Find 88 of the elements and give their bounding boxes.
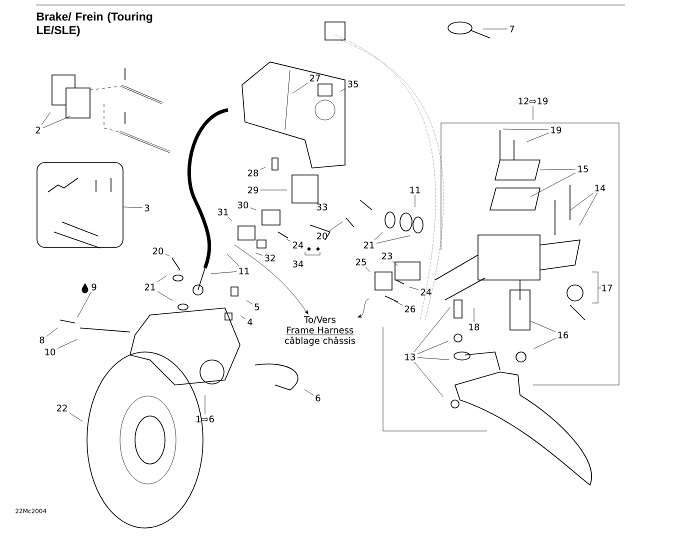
leader-line [394,301,403,306]
callout-number: 10 [45,348,56,356]
callout-number: 2 [36,126,40,134]
leader-line [157,275,167,282]
leader-line [204,394,206,414]
leader-line [540,168,576,170]
arrow [234,244,308,314]
callout-number: 12⇨19 [518,98,548,104]
destination-note: To/Vers Frame Harness câblage châssis [285,316,356,346]
leader-line [69,412,83,422]
callout-number: 14 [595,184,606,192]
leader-line [526,132,549,142]
callout-number: 21 [364,242,374,248]
leader-line [376,235,410,244]
leader-line [250,208,256,210]
callout-number: 35 [348,80,358,88]
arrow [358,298,370,318]
callout-number: 20 [152,248,164,254]
leader-line [408,286,419,290]
leader-line [414,194,416,208]
leader-line [374,232,384,240]
leader-line [414,362,444,397]
callout-number: 23 [382,252,392,260]
leader-line [329,222,343,232]
leader-line [482,28,508,30]
callout-number: 6 [316,394,320,402]
callout-number: 32 [264,254,275,262]
callout-number: 34 [292,260,304,268]
callout-number: 22 [56,404,67,412]
callout-number: 33 [316,204,327,210]
callout-number: 30 [238,202,248,208]
leader-line [365,266,370,272]
callout-number: 19 [551,126,562,134]
parts-kit-box [36,162,124,248]
leader-line [240,315,246,320]
leader-line [530,320,556,332]
callout-number: 15 [578,166,588,172]
leader-line [292,82,308,94]
callout-number: 29 [248,186,258,194]
leader-line [286,239,291,242]
callout-number: 31 [218,208,228,216]
leader-line [228,216,232,222]
callout-number: 5 [254,304,260,310]
callout-number: 24 [420,288,432,296]
leader-line [210,271,237,274]
callout-number: 13 [405,354,415,360]
leader-line [226,254,240,266]
leader-line [123,206,143,208]
callout-number: 11 [239,268,249,274]
callout-number: 28 [248,170,258,176]
leader-line [260,167,266,170]
callout-number: 16 [558,332,568,338]
leader-line [570,192,594,210]
leader-line [41,112,50,126]
leader-line [340,88,346,92]
leader-line [246,300,253,304]
leader-line [532,106,534,120]
callout-number: 20 [316,232,328,240]
callout-number: 7 [510,26,514,32]
callout-number: 24 [292,242,304,248]
title: Brake/ Frein (Touring LE/SLE) [36,12,152,36]
callout-number: 18 [469,324,480,330]
callout-number: 25 [356,258,366,266]
leader-line [579,192,598,226]
leader-line [530,172,576,197]
leader-line [502,128,549,130]
leader-line [417,357,450,360]
callout-number: 26 [404,306,416,312]
callout-number: 8 [40,336,44,344]
callout-number: 11 [410,186,420,194]
callout-number: 4 [248,318,252,326]
leader-line [42,116,70,128]
leader-line [77,292,92,318]
callout-number: 21 [144,284,155,290]
leader-line [256,252,263,256]
leader-line [165,254,170,256]
callout-number: 27 [310,74,320,82]
leader-line [392,260,398,266]
leader-line [304,389,314,396]
callout-number: 17 [602,284,612,292]
leader-line [46,328,58,337]
leader-line [534,338,556,349]
callout-number: 9 [92,284,96,290]
leader-line [157,291,173,301]
leader-line [57,339,78,349]
leader-line [414,307,450,352]
callout-number: 3 [144,204,150,212]
leader-line [417,340,448,354]
